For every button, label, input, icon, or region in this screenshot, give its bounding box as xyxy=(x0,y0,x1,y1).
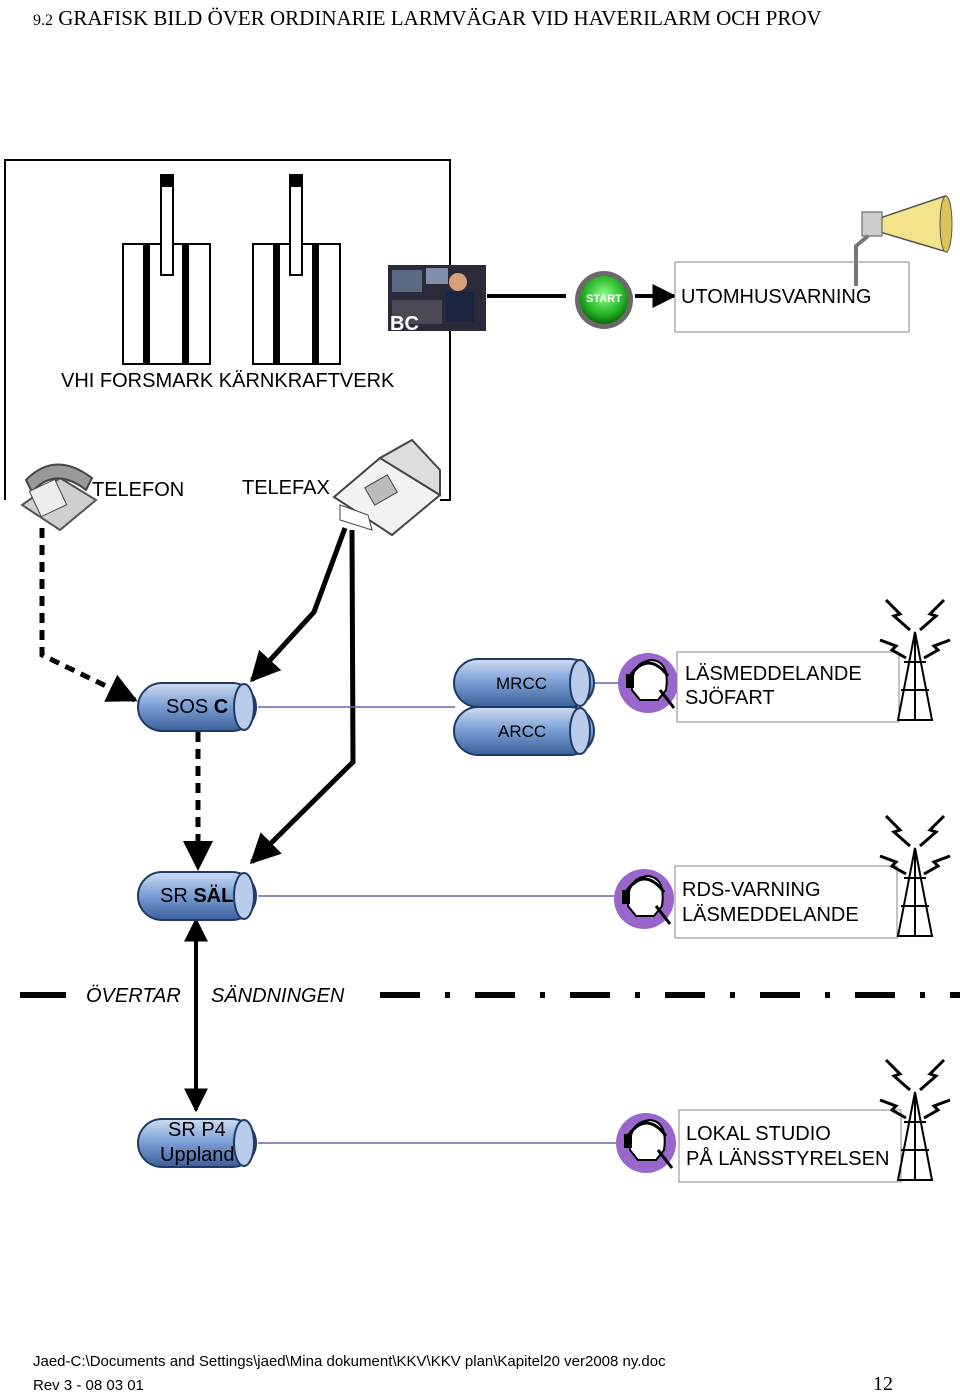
sr-p4-node xyxy=(137,1118,257,1168)
sr-sal-label: SR SÄL xyxy=(160,884,233,908)
rds-box xyxy=(674,865,898,939)
radio-mast-icon xyxy=(879,1058,951,1181)
utomhusvarning-label: UTOMHUSVARNING xyxy=(681,286,872,308)
chimney-icon xyxy=(252,174,341,365)
telefon-label: TELEFON xyxy=(92,479,185,501)
lokal-line1: LOKAL STUDIO xyxy=(686,1123,831,1145)
handover-word2: SÄNDNINGEN xyxy=(211,985,345,1007)
fax-machine-icon xyxy=(332,438,442,537)
operator-badge: BC xyxy=(390,313,419,335)
arcc-label: ARCC xyxy=(498,722,547,741)
operator-photo-icon xyxy=(388,265,486,331)
rds-line2: LÄSMEDDELANDE xyxy=(682,904,859,926)
plant-boundary xyxy=(4,159,451,501)
rds-line1: RDS-VARNING xyxy=(682,879,821,901)
telefax-label: TELEFAX xyxy=(242,477,330,499)
page-heading: 9.2 GRAFISK BILD ÖVER ORDINARIE LARMVÄGA… xyxy=(33,4,933,35)
start-button-icon xyxy=(575,271,633,329)
mrcc-label: MRCC xyxy=(496,674,547,693)
sjofart-line2: SJÖFART xyxy=(685,687,775,709)
sjofart-line1: LÄSMEDDELANDE xyxy=(685,663,862,685)
sr-p4-line2: Uppland xyxy=(160,1144,235,1166)
sr-p4-line1: SR P4 xyxy=(168,1119,226,1141)
lokal-box xyxy=(678,1109,902,1183)
page-number: 12 xyxy=(873,1373,893,1395)
sr-sal-prefix: SR xyxy=(160,885,194,907)
headphone-operator-icon xyxy=(618,653,678,713)
utomhusvarning-box xyxy=(674,261,910,333)
sr-sal-node xyxy=(137,871,257,921)
radio-mast-icon xyxy=(879,598,951,721)
sos-c-node xyxy=(137,682,257,732)
sos-prefix: SOS xyxy=(166,696,214,718)
chimney-icon xyxy=(122,174,211,365)
telephone-icon xyxy=(20,463,98,532)
lokal-line2: PÅ LÄNSSTYRELSEN xyxy=(686,1148,890,1170)
radio-mast-icon xyxy=(879,814,951,937)
sos-c-label: SOS C xyxy=(166,695,228,719)
heading-number: 9.2 xyxy=(33,12,53,29)
arcc-node xyxy=(453,706,595,756)
siren-horn-icon xyxy=(854,194,953,286)
plant-label: VHI FORSMARK KÄRNKRAFTVERK xyxy=(61,370,395,392)
headphone-operator-icon xyxy=(614,869,674,929)
start-button[interactable]: START xyxy=(586,293,622,305)
sjofart-box xyxy=(676,651,900,723)
footer-rev: Rev 3 - 08 03 01 xyxy=(33,1377,144,1394)
sos-bold: C xyxy=(213,696,229,718)
heading-text: GRAFISK BILD ÖVER ORDINARIE LARMVÄGAR VI… xyxy=(58,6,822,30)
footer-path: Jaed-C:\Documents and Settings\jaed\Mina… xyxy=(33,1353,666,1370)
headphone-operator-icon xyxy=(616,1113,676,1173)
sr-sal-bold: SÄL xyxy=(193,885,234,907)
handover-word1: ÖVERTAR xyxy=(86,985,181,1007)
